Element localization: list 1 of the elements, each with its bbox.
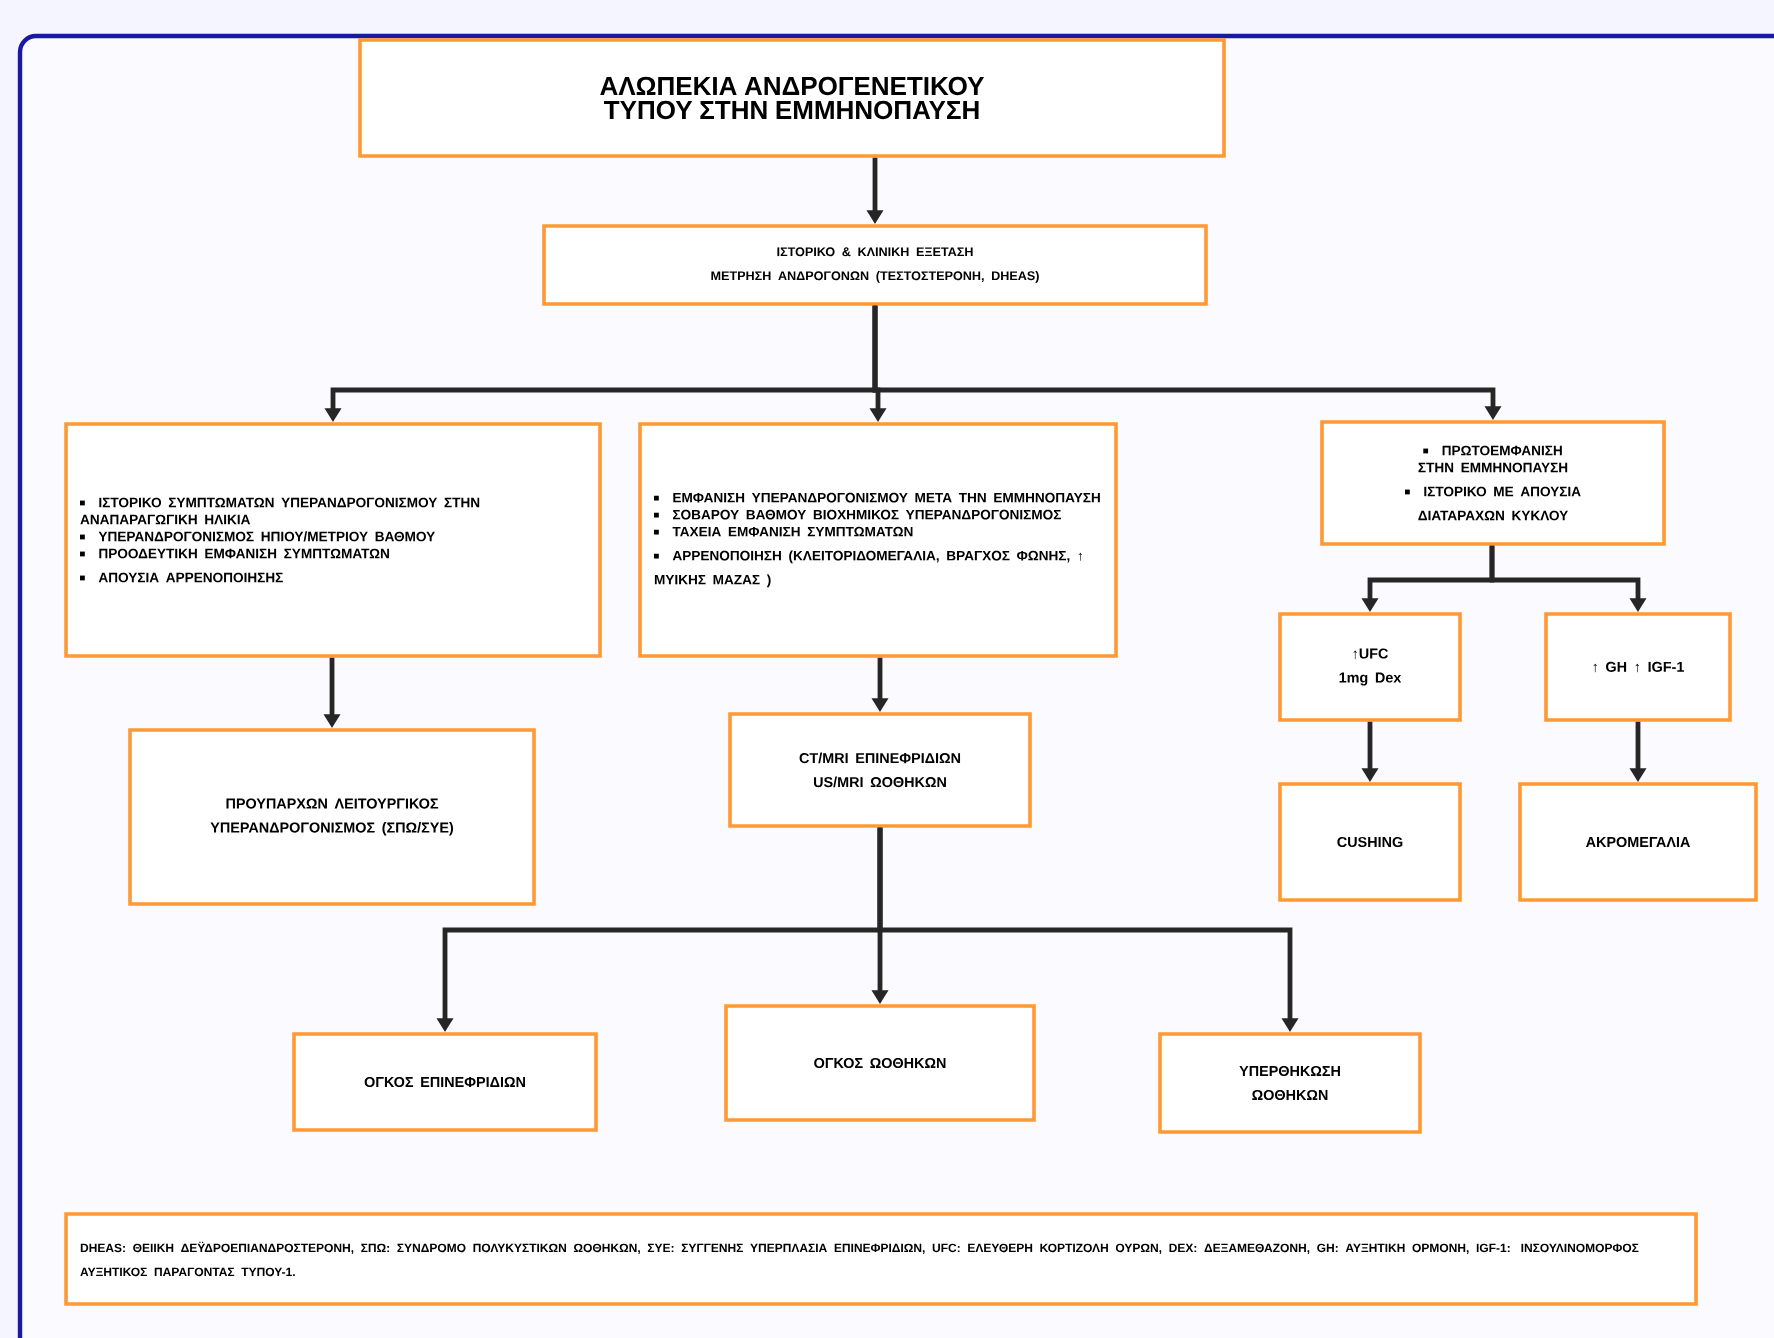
title-box: ΑΛΩΠΕΚΙΑ ΑΝΔΡΟΓΕΝΕΤΙΚΟΥ ΤΥΠΟΥ ΣΤΗΝ ΕΜΜΗΝΟΠΑΥΣΗ <box>358 38 1226 158</box>
